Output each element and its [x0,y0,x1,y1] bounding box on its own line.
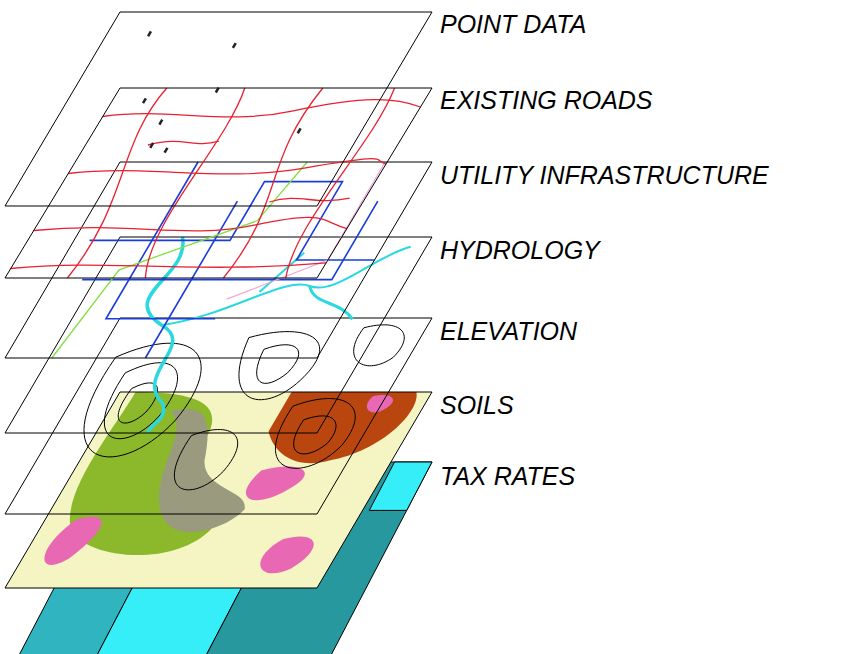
layer-label: UTILITY INFRASTRUCTURE [440,163,769,188]
soils-layer [5,392,432,588]
roads-layer [5,88,432,278]
layer-label: ELEVATION [440,319,577,344]
layer-label: EXISTING ROADS [440,88,653,113]
point-layer [5,12,432,206]
layer-label: HYDROLOGY [440,238,600,263]
layer-label: TAX RATES [440,464,575,489]
utility-layer [5,162,432,358]
elevation-layer [5,318,432,514]
layer-label: POINT DATA [440,12,586,37]
layer-label: SOILS [440,393,514,418]
